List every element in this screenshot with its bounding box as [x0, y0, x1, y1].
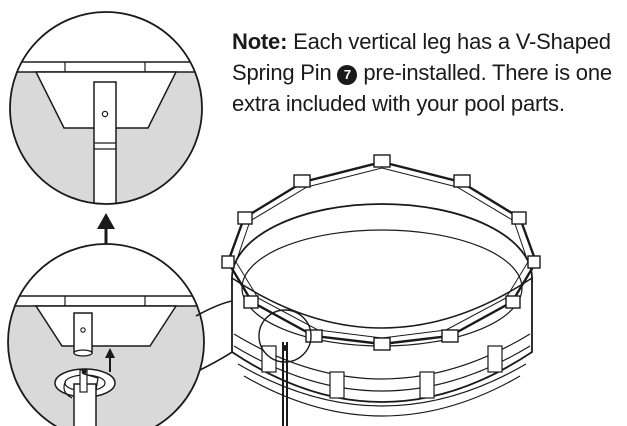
note-line2-start: Spring Pin	[232, 60, 338, 85]
part-number-badge: 7	[337, 65, 358, 85]
pool-frame	[221, 154, 541, 426]
note-text: Note: Each vertical leg has a V-Shaped S…	[232, 26, 622, 119]
detail-circle-inserting	[7, 243, 205, 426]
note-label: Note:	[232, 29, 288, 54]
spring-pin	[79, 369, 99, 393]
note-line1: Each vertical leg has a V-Shaped	[287, 29, 611, 54]
note-line3: extra included with your pool parts.	[232, 91, 565, 116]
note-line2-end: pre-installed. There is one	[357, 60, 612, 85]
detail-circle-installed	[9, 11, 203, 205]
